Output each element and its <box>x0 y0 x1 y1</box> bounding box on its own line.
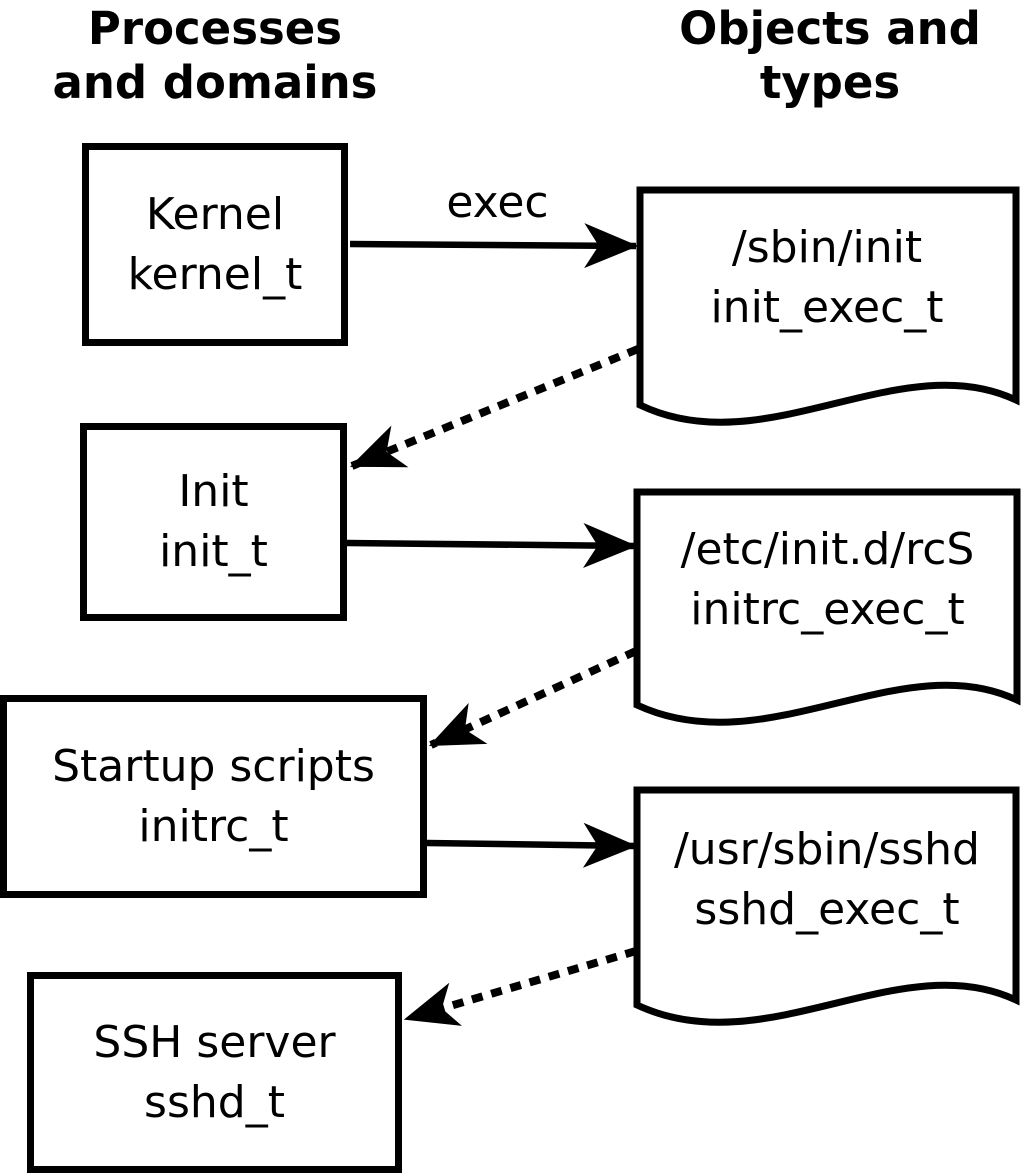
object-label-usr-sbin-sshd: /usr/sbin/sshd sshd_exec_t <box>640 795 1014 965</box>
object-path: /usr/sbin/sshd <box>673 824 980 875</box>
exec-arrow-kernel-to-sbin-init <box>349 223 639 269</box>
exec-arrow-init-to-rcs <box>346 522 638 568</box>
object-label-etc-initd-rcs: /etc/init.d/rcS initrc_exec_t <box>640 495 1015 665</box>
process-box-startup-scripts: Startup scripts initrc_t <box>0 695 427 898</box>
header-line: Processes <box>87 2 343 55</box>
header-line: types <box>759 56 901 109</box>
process-box-ssh-server: SSH server sshd_t <box>27 972 402 1173</box>
process-domain: sshd_t <box>144 1076 285 1128</box>
object-path: /sbin/init <box>731 221 923 273</box>
object-document-usr-sbin-sshd <box>633 786 1020 1026</box>
object-type: initrc_exec_t <box>690 584 965 635</box>
header-line: and domains <box>52 56 378 109</box>
header-line: Objects and <box>679 2 981 55</box>
exec-arrow-label: exec <box>446 177 549 228</box>
object-label-sbin-init: /sbin/init init_exec_t <box>640 195 1014 360</box>
object-document-sbin-init <box>636 186 1020 426</box>
object-path: /etc/init.d/rcS <box>680 524 975 575</box>
object-document-etc-initd-rcs <box>633 488 1021 726</box>
transition-arrow-sshd-exec-to-sshd <box>403 947 638 1026</box>
process-name: Kernel <box>145 188 285 240</box>
exec-arrow-initrc-to-sshd <box>426 822 638 868</box>
process-name: Init <box>178 466 249 517</box>
object-type: sshd_exec_t <box>694 884 960 935</box>
process-domain: kernel_t <box>127 248 303 300</box>
transition-arrow-sbin-init-to-init <box>349 345 640 470</box>
process-box-kernel: Kernel kernel_t <box>82 143 348 346</box>
process-name: SSH server <box>93 1016 336 1068</box>
process-domain: init_t <box>159 526 268 577</box>
transition-arrow-rcs-to-initrc <box>428 647 638 749</box>
column-header-objects: Objects and types <box>660 2 1000 110</box>
column-header-processes: Processes and domains <box>45 2 385 110</box>
process-box-init: Init init_t <box>80 423 347 621</box>
process-domain: initrc_t <box>138 800 289 852</box>
process-name: Startup scripts <box>52 740 375 792</box>
object-type: init_exec_t <box>710 281 944 333</box>
